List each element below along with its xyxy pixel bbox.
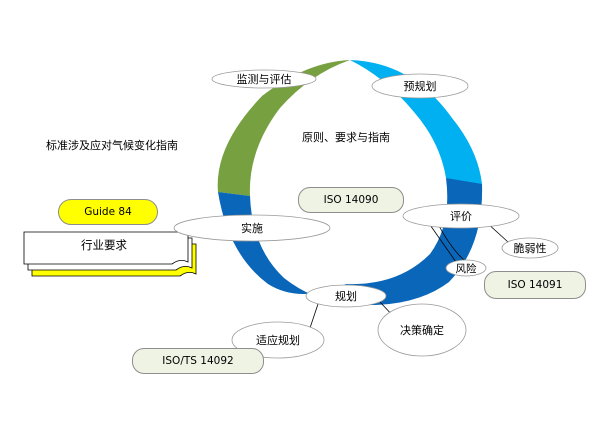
oval-plan bbox=[305, 284, 387, 308]
vulnerability-label: 脆弱性 bbox=[513, 242, 547, 255]
risk-label: 风险 bbox=[455, 262, 477, 275]
guide84-badge: Guide 84 bbox=[58, 199, 158, 225]
ring-green bbox=[217, 60, 350, 196]
oval-risk bbox=[445, 259, 487, 277]
implement-label: 实施 bbox=[241, 222, 263, 235]
diagram-title: 标准涉及应对气候变化指南 bbox=[46, 139, 178, 152]
evaluate-label: 评价 bbox=[450, 210, 472, 223]
oval-evaluate bbox=[402, 203, 520, 229]
iso14090-badge: ISO 14090 bbox=[298, 187, 404, 213]
monitor-label: 监测与评估 bbox=[236, 73, 292, 86]
preplan-label: 预规划 bbox=[403, 80, 437, 93]
plan-label: 规划 bbox=[335, 290, 357, 303]
industry-requirement-label: 行业要求 bbox=[81, 238, 127, 252]
iso14092-badge: ISO/TS 14092 bbox=[132, 348, 264, 374]
oval-preplan bbox=[371, 73, 469, 99]
doc-front bbox=[23, 231, 189, 265]
decision-label: 决策确定 bbox=[400, 324, 444, 337]
oval-monitor bbox=[211, 69, 317, 89]
iso14091-badge: ISO 14091 bbox=[484, 271, 586, 299]
adaptation-plan-label: 适应规划 bbox=[256, 334, 300, 347]
oval-vulnerability bbox=[501, 237, 559, 259]
oval-implement bbox=[173, 214, 331, 242]
oval-decision bbox=[377, 303, 467, 357]
ring-light-blue bbox=[350, 60, 482, 184]
center-text: 原则、要求与指南 bbox=[302, 131, 390, 144]
